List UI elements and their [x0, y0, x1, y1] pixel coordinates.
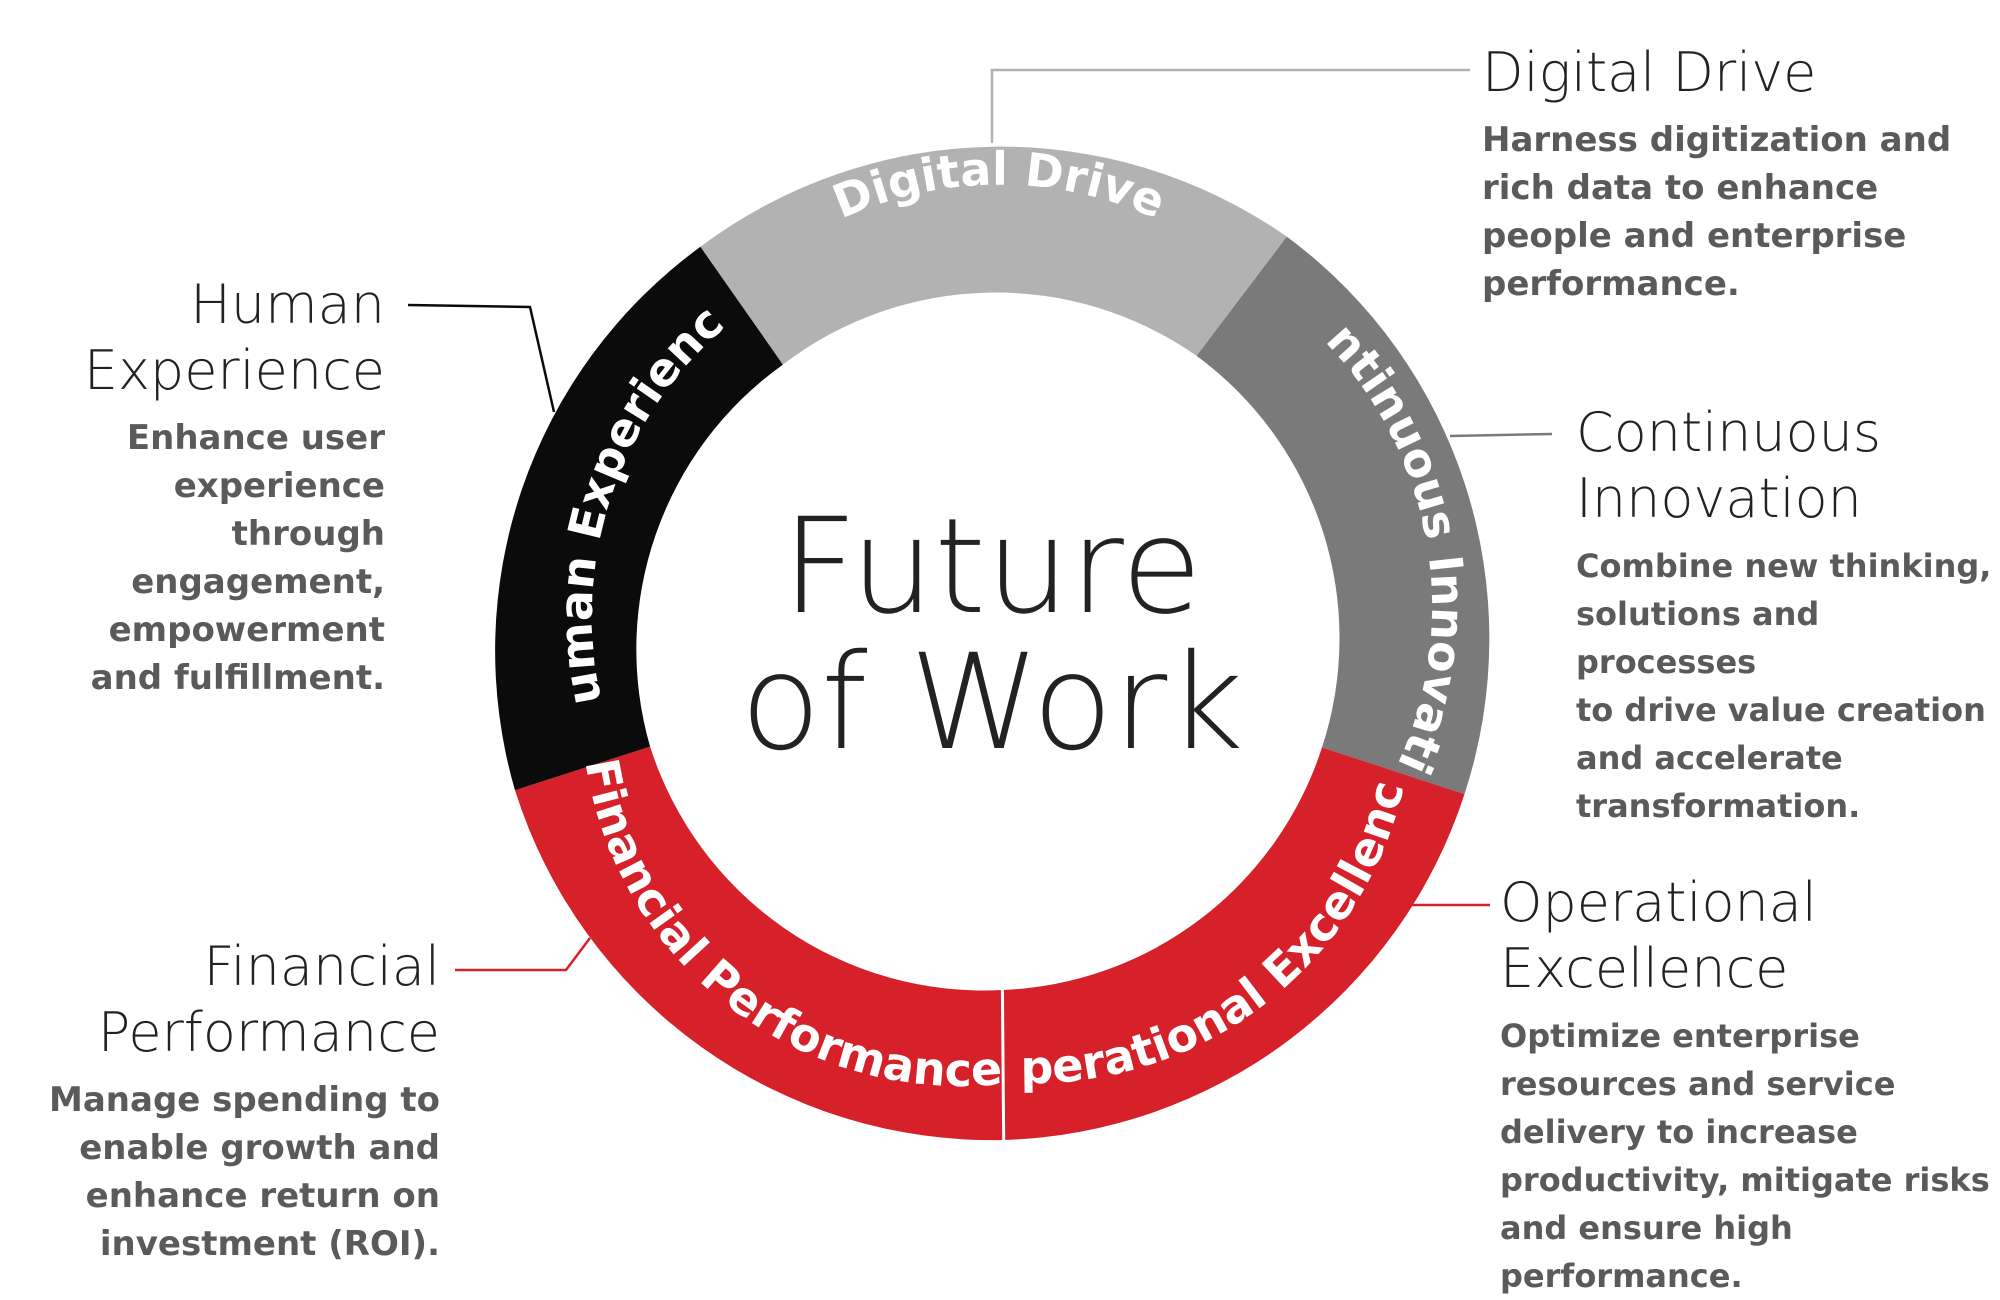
callout-title-line: Performance — [97, 1001, 440, 1064]
callout-title: Financial Performance — [20, 934, 440, 1066]
callout-title-line: Human — [190, 273, 385, 336]
callout-description: Combine new thinking, solutions and proc… — [1576, 542, 1996, 830]
callout-title-line: Continuous — [1576, 401, 1881, 464]
callout-description-line: enable growth and — [79, 1128, 440, 1168]
connector-digital-drive — [990, 68, 1470, 143]
callout-continuous-innovation: Continuous Innovation Combine new thinki… — [1576, 400, 1996, 830]
callout-description-line: empowerment — [108, 610, 385, 650]
callout-title-line: Financial — [203, 935, 440, 998]
ring-segment-financial-performance[interactable] — [515, 746, 1004, 1141]
callout-description-line: and accelerate — [1576, 739, 1843, 777]
callout-description-line: people and enterprise — [1482, 216, 1907, 256]
callout-description-line: and ensure high — [1500, 1209, 1793, 1247]
callout-description-line: enhance return on — [85, 1176, 440, 1216]
connectors — [407, 68, 1553, 972]
callout-description-line: performance. — [1482, 264, 1740, 304]
callout-description-line: Manage spending to — [49, 1080, 440, 1120]
callout-description-line: productivity, mitigate risks — [1500, 1161, 1990, 1199]
callout-description-line: solutions and processes — [1576, 595, 1820, 681]
callout-title-line: Operational — [1500, 871, 1817, 934]
center-title-line-1: Future — [782, 490, 1202, 644]
ring-divider — [1000, 989, 1006, 1141]
callout-description-line: Enhance user — [126, 418, 385, 458]
callout-description-line: to drive value creation — [1576, 691, 1986, 729]
ring-segment-digital-drive[interactable] — [700, 146, 1287, 365]
callout-description-line: delivery to increase — [1500, 1113, 1858, 1151]
callout-title: Human Experience — [20, 272, 385, 404]
callout-description-line: rich data to enhance — [1482, 168, 1879, 208]
callout-description-line: Optimize enterprise — [1500, 1017, 1860, 1055]
callout-financial-performance: Financial Performance Manage spending to… — [20, 934, 440, 1268]
callout-operational-excellence: Operational Excellence Optimize enterpri… — [1500, 870, 1996, 1300]
callout-title-line: Experience — [83, 339, 385, 402]
callout-description-line: investment (ROI). — [99, 1224, 440, 1264]
callout-title-line: Digital Drive — [1482, 41, 1817, 104]
callout-title: Digital Drive — [1482, 40, 1982, 106]
callout-description: Optimize enterprise resources and servic… — [1500, 1012, 1996, 1300]
ring-segment-continuous-innovation[interactable] — [1196, 236, 1490, 795]
connector-financial-performance — [455, 937, 591, 972]
callout-title-line: Innovation — [1576, 467, 1862, 530]
ring-segment-human-experience[interactable] — [495, 246, 783, 791]
callout-title-line: Excellence — [1500, 937, 1789, 1000]
callout-digital-drive: Digital Drive Harness digitization and r… — [1482, 40, 1982, 308]
ring-segment-operational-excellence[interactable] — [1002, 747, 1465, 1140]
callout-description-line: Harness digitization and — [1482, 120, 1952, 160]
callout-description: Harness digitization and rich data to en… — [1482, 116, 1982, 308]
callout-description-line: experience through — [173, 466, 385, 554]
callout-title: Operational Excellence — [1500, 870, 1996, 1002]
callout-description-line: transformation. — [1576, 787, 1861, 825]
center-title-line-2: of Work — [740, 626, 1243, 780]
callout-description-line: Combine new thinking, — [1576, 547, 1992, 585]
callout-description: Manage spending to enable growth and enh… — [20, 1076, 440, 1268]
connector-human-experience — [407, 303, 556, 413]
callout-human-experience: Human Experience Enhance user experience… — [20, 272, 385, 702]
callout-description-line: engagement, — [131, 562, 385, 602]
callout-description: Enhance user experience through engageme… — [20, 414, 385, 702]
callout-description-line: performance. — [1500, 1257, 1743, 1295]
ring — [495, 146, 1490, 1141]
callout-title: Continuous Innovation — [1576, 400, 1996, 532]
connector-continuous-innovation — [1449, 432, 1553, 438]
callout-description-line: and fulfillment. — [90, 658, 385, 698]
callout-description-line: resources and service — [1500, 1065, 1896, 1103]
